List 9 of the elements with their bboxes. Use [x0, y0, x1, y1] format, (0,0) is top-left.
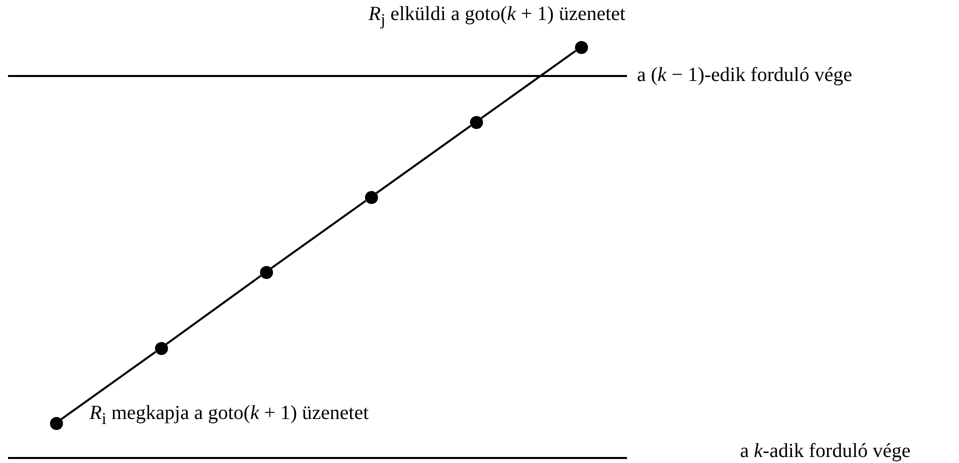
round-end-label: a k-adik forduló vége: [740, 440, 911, 463]
message-path-line: [270, 200, 366, 270]
message-path-line: [480, 50, 576, 120]
message-path-line: [166, 275, 262, 345]
event-caption: R$_{i}$ megkapja a goto(k + 1) üzenetet: [90, 402, 369, 428]
message-path-line: [60, 350, 156, 420]
event-caption: R$_{j}$ elküldi a goto(k + 1) üzenetet: [368, 2, 626, 30]
round-end-label: a (k − 1)-edik forduló vége: [637, 64, 852, 87]
message-path-line: [376, 124, 472, 194]
